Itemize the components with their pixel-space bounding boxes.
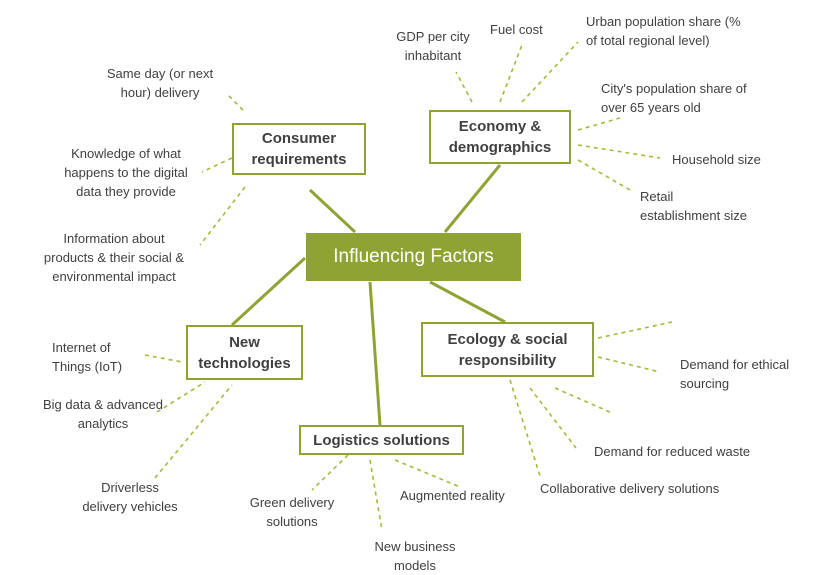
factor-iot: Internet of Things (IoT) <box>52 340 123 374</box>
logistics-solutions-label: Logistics solutions <box>313 431 450 449</box>
factor-urban: Urban population share (% of total regio… <box>586 14 741 48</box>
economy-demographics-label: Economy & demographics <box>448 118 552 156</box>
dash-household <box>577 144 661 159</box>
dash-ethical <box>597 356 661 373</box>
factor-bigdata: Big data & advanced analytics <box>43 397 163 431</box>
dash-green <box>311 454 349 491</box>
new-technologies-node: New technologies <box>186 325 303 380</box>
factor-gdp: GDP per city inhabitant <box>396 29 470 63</box>
dash-collab <box>509 379 541 477</box>
factor-business: New business models <box>374 539 456 573</box>
consumer-requirements-label: Consumer requirements <box>251 130 347 168</box>
dash-business <box>369 459 383 531</box>
influencing-factors-node: Influencing Factors <box>306 233 521 281</box>
factor-fuel: Fuel cost <box>490 22 543 37</box>
dash-same-day <box>227 94 244 111</box>
factor-green: Green delivery solutions <box>249 495 335 529</box>
connector-logistics <box>368 281 382 426</box>
factor-ar: Augmented reality <box>400 488 505 503</box>
connector-consumer <box>308 188 357 234</box>
ecology-social-node: Ecology & social responsibility <box>421 322 594 377</box>
influencing-factors-label: Influencing Factors <box>333 246 494 267</box>
new-technologies-label: New technologies <box>198 333 291 372</box>
dash-ecology-2 <box>554 387 613 414</box>
factor-driverless: Driverless delivery vehicles <box>82 480 178 514</box>
factor-over65: City's population share of over 65 years… <box>601 81 747 115</box>
factor-household: Household size <box>672 152 761 167</box>
dash-gdp <box>455 71 473 103</box>
connector-ecology <box>429 280 506 324</box>
factor-retail: Retail establishment size <box>640 189 747 223</box>
factor-knowledge: Knowledge of what happens to the digital… <box>64 146 188 199</box>
dash-over65 <box>577 117 621 131</box>
connector-economy <box>443 164 502 233</box>
consumer-requirements-node: Consumer requirements <box>232 123 366 175</box>
logistics-solutions-node: Logistics solutions <box>299 425 464 455</box>
dash-ecology-1 <box>597 321 673 339</box>
factor-same-day: Same day (or next hour) delivery <box>106 66 214 100</box>
dash-information <box>199 186 246 246</box>
factor-collab: Collaborative delivery solutions <box>540 481 720 496</box>
factor-information: Information about products & their socia… <box>43 231 185 284</box>
dash-ar <box>394 459 461 488</box>
dash-waste <box>529 387 577 449</box>
factor-waste: Demand for reduced waste <box>594 444 751 459</box>
dash-iot <box>144 354 183 363</box>
connector-technologies <box>230 256 307 327</box>
dash-retail <box>577 159 631 191</box>
factor-ethical: Demand for ethical sourcing <box>680 357 790 391</box>
dash-fuel <box>499 44 523 103</box>
economy-demographics-node: Economy & demographics <box>429 110 571 164</box>
ecology-social-label: Ecology & social responsibility <box>447 330 568 369</box>
dash-bigdata <box>156 381 206 413</box>
dash-urban <box>521 41 579 103</box>
dash-knowledge <box>201 157 233 173</box>
